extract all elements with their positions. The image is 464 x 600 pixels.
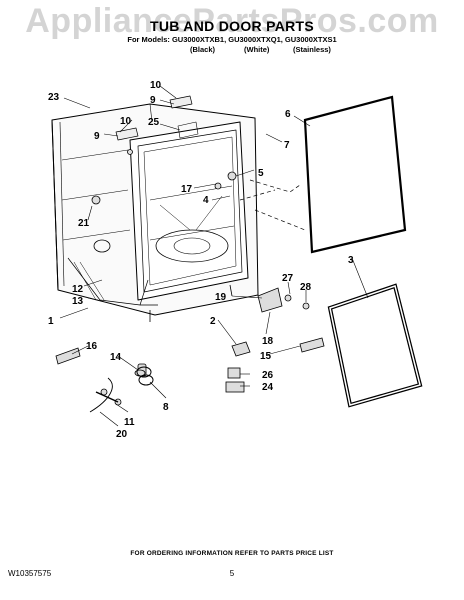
callout-21: 21	[78, 218, 90, 229]
part-11-screw	[95, 391, 119, 403]
page-number: 5	[229, 569, 235, 578]
callout-2: 2	[210, 316, 216, 327]
callout-6: 6	[285, 109, 291, 120]
callout-28: 28	[300, 282, 312, 293]
callout-20: 20	[116, 429, 128, 440]
callout-19: 19	[215, 292, 227, 303]
callout-5: 5	[258, 168, 264, 179]
callout-13: 13	[72, 296, 84, 307]
color-variant-stainless: (Stainless)	[293, 45, 331, 54]
callout-23: 23	[48, 92, 60, 103]
part-3-door-seal	[327, 283, 423, 408]
callout-9: 9	[94, 131, 100, 142]
ordering-note: FOR ORDERING INFORMATION REFER TO PARTS …	[130, 550, 334, 557]
callout-24: 24	[262, 382, 274, 393]
models-line: For Models: GU3000XTXB1, GU3000XTXQ1, GU…	[127, 35, 337, 44]
leader-lines	[59, 85, 369, 427]
callout-16: 16	[86, 341, 98, 352]
callout-14: 14	[110, 352, 122, 363]
callout-15: 15	[260, 351, 272, 362]
callout-10: 10	[120, 116, 132, 127]
color-variant-white: (White)	[244, 45, 270, 54]
callout-26: 25	[148, 117, 160, 128]
color-variant-black: (Black)	[190, 45, 216, 54]
callout-7: 7	[284, 140, 290, 151]
document-number: W10357575	[8, 569, 52, 578]
callout-27: 27	[282, 273, 294, 284]
callout-4: 4	[203, 195, 209, 206]
callout-17: 17	[181, 184, 193, 195]
callout-1: 1	[48, 316, 54, 327]
part-8-grommet	[136, 366, 154, 386]
callout-labels: 23 10 9 10 9 25 6 7 5 17 4 3 21 12 13 1 …	[48, 80, 354, 440]
tub-assembly	[51, 95, 259, 322]
callout-18: 18	[262, 336, 274, 347]
leader-dashes	[239, 179, 306, 231]
callout-25: 26	[262, 370, 274, 381]
callout-10-top: 10	[150, 80, 162, 91]
callout-9-top: 9	[150, 95, 156, 106]
page-title: TUB AND DOOR PARTS	[149, 18, 315, 34]
callout-11: 11	[124, 417, 135, 428]
callout-8: 8	[163, 402, 169, 413]
part-20-cord	[89, 377, 113, 413]
callout-12: 12	[72, 284, 84, 295]
part-6-gasket	[303, 95, 407, 254]
callout-3: 3	[348, 255, 354, 266]
small-parts	[55, 149, 325, 406]
